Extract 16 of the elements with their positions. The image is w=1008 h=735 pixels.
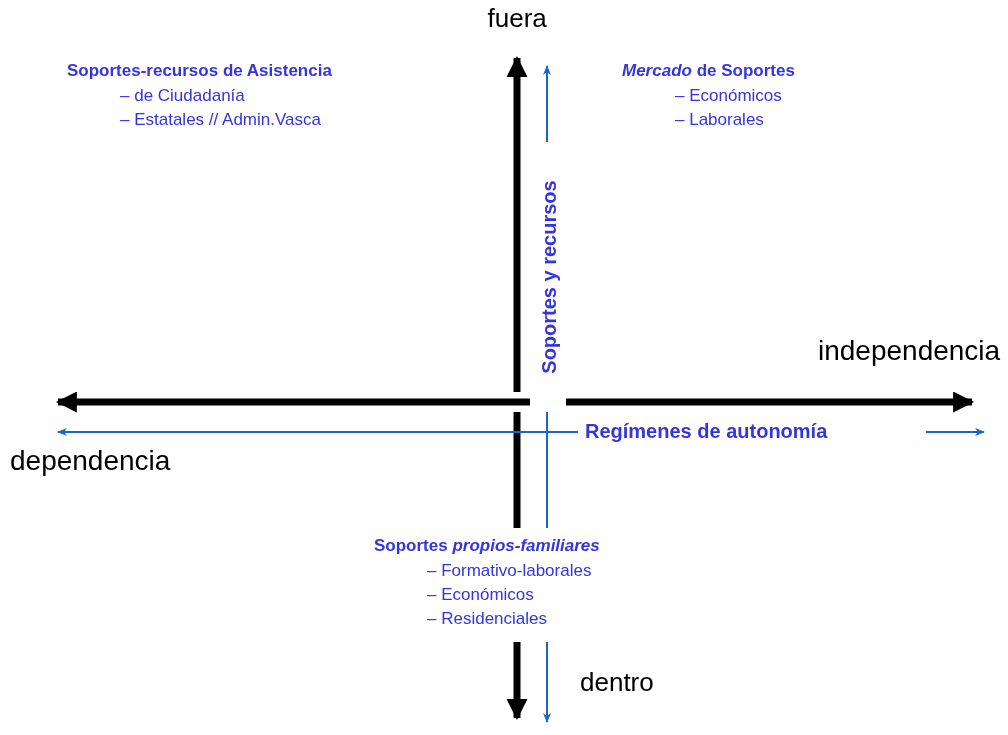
axis-title: Soportes y recursos (537, 180, 560, 374)
list-item: – Económicos (675, 87, 782, 106)
list-item: – de Ciudadanía (120, 87, 245, 106)
list-item: – Residenciales (427, 610, 547, 629)
list-item: – Formativo-laborales (427, 562, 592, 581)
heading: Soportes propios-familiares (374, 537, 600, 556)
heading: Regímenes de autonomía (585, 420, 828, 442)
list-item: – Laborales (675, 111, 764, 130)
axis-label: dependencia (10, 446, 171, 477)
heading: Soportes-recursos de Asistencia (67, 62, 332, 81)
heading: Mercado de Soportes (622, 62, 795, 81)
axis-label: independencia (818, 336, 1001, 367)
list-item: – Económicos (427, 586, 534, 605)
list-item: – Estatales // Admin.Vasca (120, 111, 321, 130)
axis-label: dentro (580, 668, 654, 697)
axis-label: fuera (487, 4, 547, 33)
